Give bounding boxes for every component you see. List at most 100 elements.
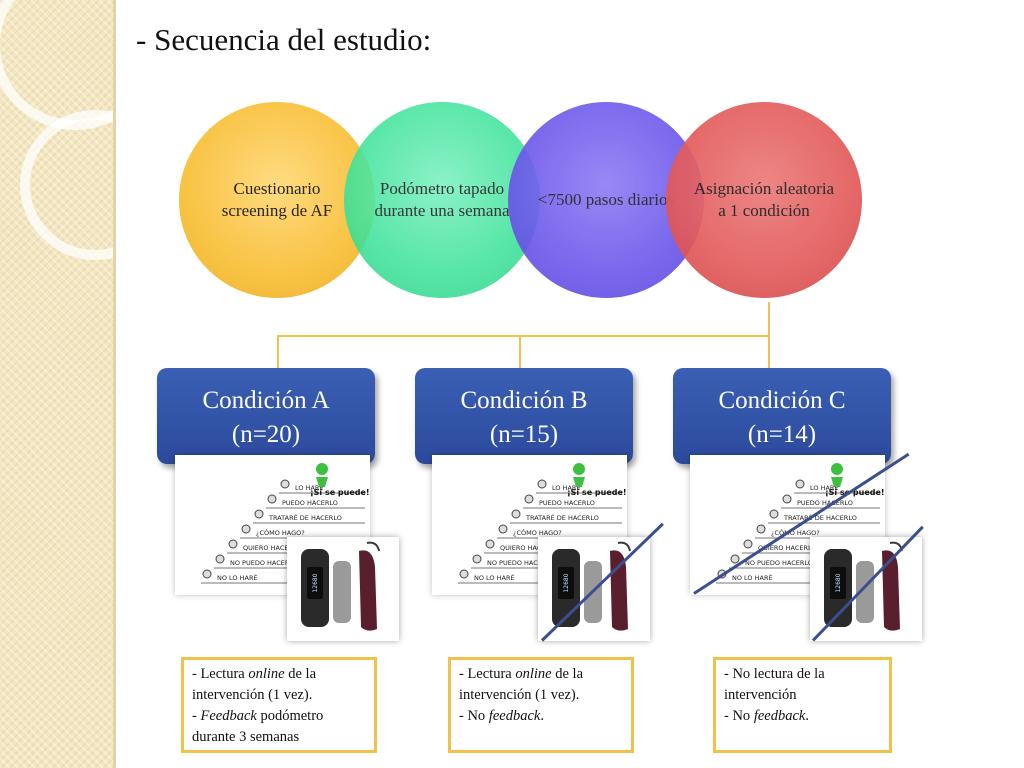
text-fragment: - [192, 708, 201, 724]
stick-figure [267, 494, 277, 504]
pedometer-drawing: 12680 [824, 541, 903, 631]
pedometer-clip [333, 561, 351, 623]
text-italic: online [248, 666, 285, 682]
step-label: TRATARÉ DE HACERLO [525, 513, 599, 522]
connector-branch-a [277, 335, 279, 368]
pedometer-clip [856, 561, 874, 623]
slogan-text: ¡Sí se puede! [567, 488, 627, 497]
step-label: ¿CÓMO HAGO? [513, 528, 562, 537]
condition-c-name: Condición C [718, 387, 846, 414]
stick-figure [524, 494, 534, 504]
stick-figure [730, 554, 740, 564]
text-fragment: - No [459, 708, 489, 724]
step-label: NO LO HARÉ [217, 573, 258, 582]
green-figure [573, 477, 585, 487]
stick-figure [756, 524, 766, 534]
connector-branch-b [519, 335, 521, 368]
step-label: QUIERO HACERLO [500, 544, 558, 552]
text-fragment: - Lectura [192, 666, 249, 682]
step-label: LO HARÉ [810, 483, 839, 492]
condition-c-box: Condición C (n=14) [673, 368, 891, 464]
stick-figure [511, 509, 521, 519]
pedometer-holster [882, 550, 900, 631]
description-b-line-3: - No feedback. [459, 706, 623, 727]
green-figure [573, 463, 585, 475]
stick-figure [769, 509, 779, 519]
pedometer-drawing: 12680 [301, 541, 380, 631]
pedometer-screen [830, 567, 846, 599]
stick-figure [485, 539, 495, 549]
sidebar-divider [113, 0, 116, 768]
step-label: ¿CÓMO HAGO? [256, 528, 305, 537]
step-label: NO PUEDO HACERLO [487, 559, 555, 567]
pedometer-holster [359, 550, 377, 631]
stick-figure [202, 569, 212, 579]
text-italic: Feedback [200, 708, 257, 724]
description-condition-b: - Lectura online de la intervención (1 v… [448, 657, 634, 753]
stick-figure [254, 509, 264, 519]
text-fragment: de la [551, 666, 584, 682]
description-condition-a: - Lectura online de la intervención (1 v… [181, 657, 377, 753]
stick-figure [782, 494, 792, 504]
pedometer-screen [558, 567, 574, 599]
sequence-step-4-label: Asignación aleatoria a 1 condición [693, 179, 835, 220]
step-label: LO HARÉ [295, 483, 324, 492]
step-label: QUIERO HACERLO [758, 544, 816, 552]
step-label: PUEDO HACERLO [282, 499, 338, 507]
pedometer-readout: 12680 [312, 573, 319, 592]
text-fragment: - Lectura [459, 666, 516, 682]
sequence-step-2-label: Podómetro tapado durante una semana [374, 179, 510, 220]
stick-figure [537, 479, 547, 489]
text-fragment: podómetro [256, 708, 324, 724]
description-c-line-2: intervención [724, 687, 797, 703]
condition-a-name: Condición A [202, 387, 330, 414]
description-a-line-4: durante 3 semanas [192, 729, 300, 745]
condition-a-n: (n=20) [231, 421, 301, 448]
green-figure [316, 477, 328, 487]
condition-a-box: Condición A (n=20) [157, 368, 375, 464]
step-label: TRATARÉ DE HACERLO [268, 513, 342, 522]
decorative-sidebar [0, 0, 113, 768]
stick-figure [472, 554, 482, 564]
sequence-step-2: Podómetro tapado durante una semana [344, 102, 540, 298]
stick-figure [498, 524, 508, 534]
description-c-line-1: - No lectura de la [724, 666, 825, 682]
step-label: PUEDO HACERLO [539, 499, 595, 507]
condition-c-n: (n=14) [747, 421, 817, 448]
text-italic: feedback [753, 708, 806, 724]
text-fragment: - No [724, 708, 754, 724]
sequence-step-1: Cuestionario screening de AF [179, 102, 375, 298]
connector-branch-c [768, 335, 770, 368]
step-label: NO PUEDO HACERLO [230, 559, 298, 567]
step-label: NO LO HARÉ [474, 573, 515, 582]
condition-b-name: Condición B [460, 387, 588, 414]
text-italic: feedback [488, 708, 541, 724]
description-condition-c: - No lectura de la intervención - No fee… [713, 657, 892, 753]
text-fragment: . [805, 708, 809, 724]
sequence-step-1-label: Cuestionario screening de AF [221, 179, 333, 220]
slogan-text: ¡Sí se puede! [825, 488, 885, 497]
pedometer-image-a: 12680 [287, 537, 399, 641]
green-figure [316, 463, 328, 475]
slide-title: - Secuencia del estudio: [136, 22, 432, 57]
text-fragment: . [540, 708, 544, 724]
step-label: ¿CÓMO HAGO? [771, 528, 820, 537]
connector-horizontal [277, 335, 770, 337]
sequence-step-3-label: <7500 pasos diarios [537, 190, 675, 209]
description-a-line-2: intervención (1 vez). [192, 687, 313, 703]
pedometer-strap [366, 541, 380, 552]
condition-b-box: Condición B (n=15) [415, 368, 633, 464]
step-label: LO HARÉ [552, 483, 581, 492]
pedometer-readout: 12680 [835, 573, 842, 592]
description-a-line-3: - Feedback podómetro [192, 706, 366, 727]
step-label: PUEDO HACERLO [797, 499, 853, 507]
pedometer-readout: 12680 [563, 573, 570, 592]
stick-figure [795, 479, 805, 489]
stick-figure [280, 479, 290, 489]
description-b-line-1: - Lectura online de la [459, 664, 623, 685]
staircase-drawing: NO LO HARÉ NO PUEDO HACERLO QUIERO HACERLO… [458, 463, 627, 584]
slogan-text: ¡Sí se puede! [310, 488, 370, 497]
description-a-line-1: - Lectura online de la [192, 664, 366, 685]
sequence-step-4: Asignación aleatoria a 1 condición [666, 102, 862, 298]
